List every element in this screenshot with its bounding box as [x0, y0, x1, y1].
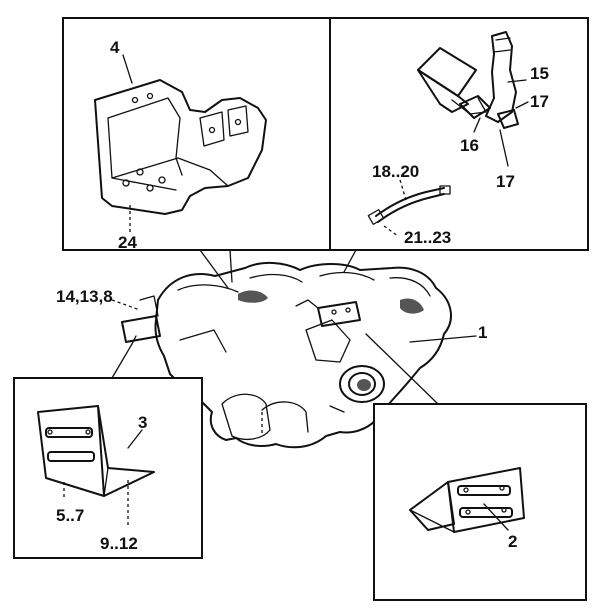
sensor-elbow-assembly	[417, 31, 529, 167]
label-part-4: 4	[110, 38, 120, 57]
lower-right-detail-box	[365, 333, 587, 601]
mounting-bracket-4	[94, 54, 267, 232]
engine-block-1	[111, 262, 477, 449]
label-part-5-7: 5..7	[56, 506, 84, 525]
earth-strap	[367, 179, 451, 237]
label-part-2: 2	[508, 532, 517, 551]
top-detail-panel	[62, 17, 589, 251]
label-part-9-12: 9..12	[100, 534, 138, 553]
label-part-17-upper: 17	[530, 92, 549, 111]
top-panel-leaders	[199, 249, 357, 289]
label-part-15: 15	[530, 64, 549, 83]
label-part-1: 1	[478, 323, 487, 342]
label-part-17-lower: 17	[496, 172, 515, 191]
label-part-24: 24	[118, 233, 137, 252]
lower-left-detail-box	[13, 335, 203, 559]
label-part-14-13-8: 14,13,8	[56, 287, 113, 306]
label-part-21-23: 21..23	[404, 228, 451, 247]
label-part-3: 3	[138, 413, 147, 432]
label-part-18-20: 18..20	[372, 162, 419, 181]
label-part-16: 16	[460, 136, 479, 155]
